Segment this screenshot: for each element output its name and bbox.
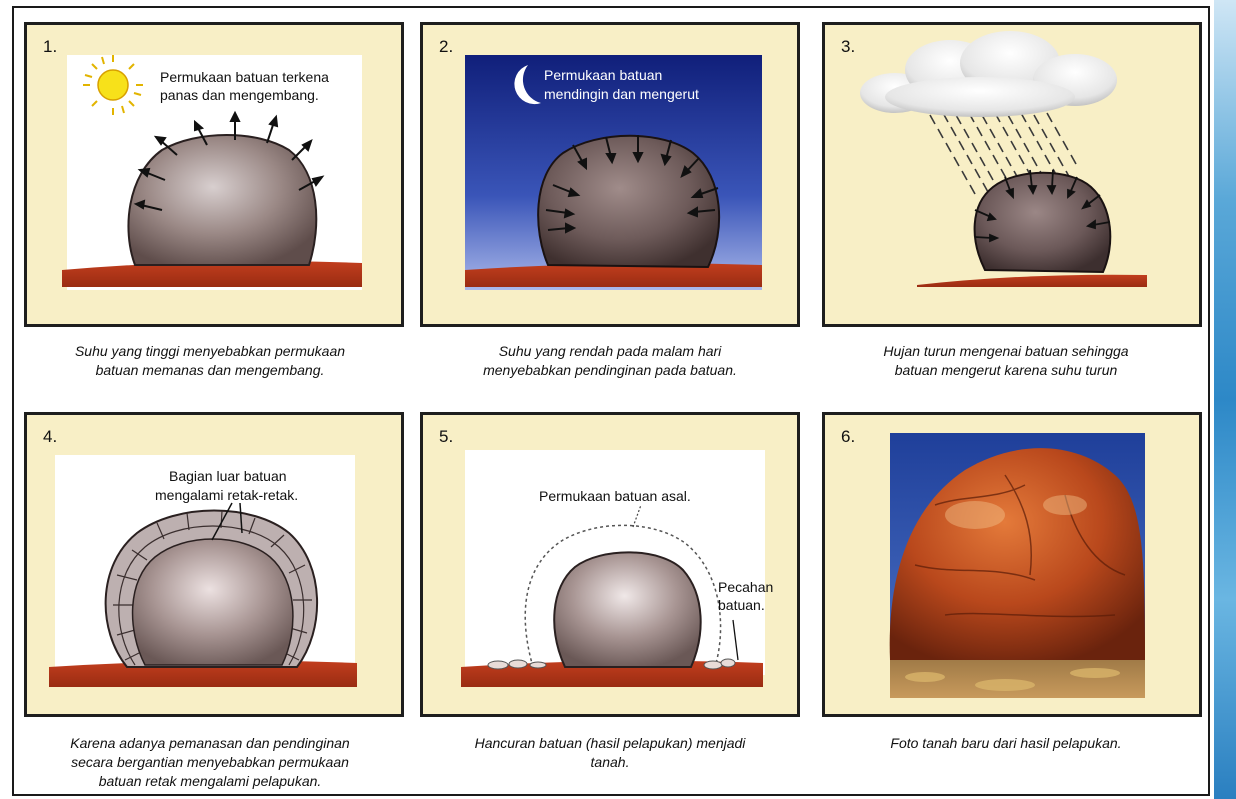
panel-4-caption: Karena adanya pemanasan dan pendinginan … xyxy=(20,734,400,791)
annotation-label: panas dan mengembang. xyxy=(160,86,319,104)
annotation-label: mendingin dan mengerut xyxy=(544,85,699,103)
caption-line: batuan retak mengalami pelapukan. xyxy=(20,772,400,791)
annotation-label: Pecahan xyxy=(718,578,773,596)
panel-2: 2. Permukaan batuan mendingin dan menger… xyxy=(420,22,800,327)
rock xyxy=(554,552,700,667)
panel-3-illustration xyxy=(825,25,1199,324)
panel-1-caption: Suhu yang tinggi menyebabkan permukaan b… xyxy=(20,342,400,380)
panel-number: 5. xyxy=(439,427,453,447)
panel-3-caption: Hujan turun mengenai batuan sehingga bat… xyxy=(816,342,1196,380)
panel-1: 1. Permukaan batuan terkena panas dan me… xyxy=(24,22,404,327)
rock xyxy=(133,539,293,665)
panel-3: 3. xyxy=(822,22,1202,327)
panel-number: 1. xyxy=(43,37,57,57)
annotation-label: mengalami retak-retak. xyxy=(155,486,298,504)
annotation-label: Bagian luar batuan xyxy=(169,467,287,485)
panel-number: 6. xyxy=(841,427,855,447)
panel-5: 5. Permukaan batuan asal. Pecahan batuan… xyxy=(420,412,800,717)
annotation-label: Permukaan batuan asal. xyxy=(539,487,691,505)
caption-line: Karena adanya pemanasan dan pendinginan xyxy=(20,734,400,753)
panel-6-caption: Foto tanah baru dari hasil pelapukan. xyxy=(816,734,1196,753)
caption-line: Hancuran batuan (hasil pelapukan) menjad… xyxy=(420,734,800,753)
panel-number: 4. xyxy=(43,427,57,447)
caption-line: batuan mengerut karena suhu turun xyxy=(816,361,1196,380)
panel-5-illustration xyxy=(423,415,797,714)
panel-number: 3. xyxy=(841,37,855,57)
panel-2-caption: Suhu yang rendah pada malam hari menyeba… xyxy=(420,342,800,380)
annotation-label: batuan. xyxy=(718,596,765,614)
caption-line: Foto tanah baru dari hasil pelapukan. xyxy=(816,734,1196,753)
cloud-icon xyxy=(860,31,1117,117)
rock xyxy=(975,173,1111,272)
annotation-label: Permukaan batuan xyxy=(544,66,662,84)
caption-line: tanah. xyxy=(420,753,800,772)
panel-5-caption: Hancuran batuan (hasil pelapukan) menjad… xyxy=(420,734,800,772)
caption-line: Hujan turun mengenai batuan sehingga xyxy=(816,342,1196,361)
caption-line: Suhu yang tinggi menyebabkan permukaan xyxy=(20,342,400,361)
panel-4: 4. Bagian luar batuan mengalami retak-re… xyxy=(24,412,404,717)
panel-number: 2. xyxy=(439,37,453,57)
background-water-strip xyxy=(1214,0,1236,799)
caption-line: menyebabkan pendinginan pada batuan. xyxy=(420,361,800,380)
ground xyxy=(917,275,1147,287)
panel-4-illustration xyxy=(27,415,401,714)
annotation-label: Permukaan batuan terkena xyxy=(160,68,329,86)
rock xyxy=(128,135,316,265)
caption-line: secara bergantian menyebabkan permukaan xyxy=(20,753,400,772)
caption-line: Suhu yang rendah pada malam hari xyxy=(420,342,800,361)
panel-6: 6. xyxy=(822,412,1202,717)
rock xyxy=(538,136,719,267)
panel-6-photo xyxy=(825,415,1199,714)
caption-line: batuan memanas dan mengembang. xyxy=(20,361,400,380)
